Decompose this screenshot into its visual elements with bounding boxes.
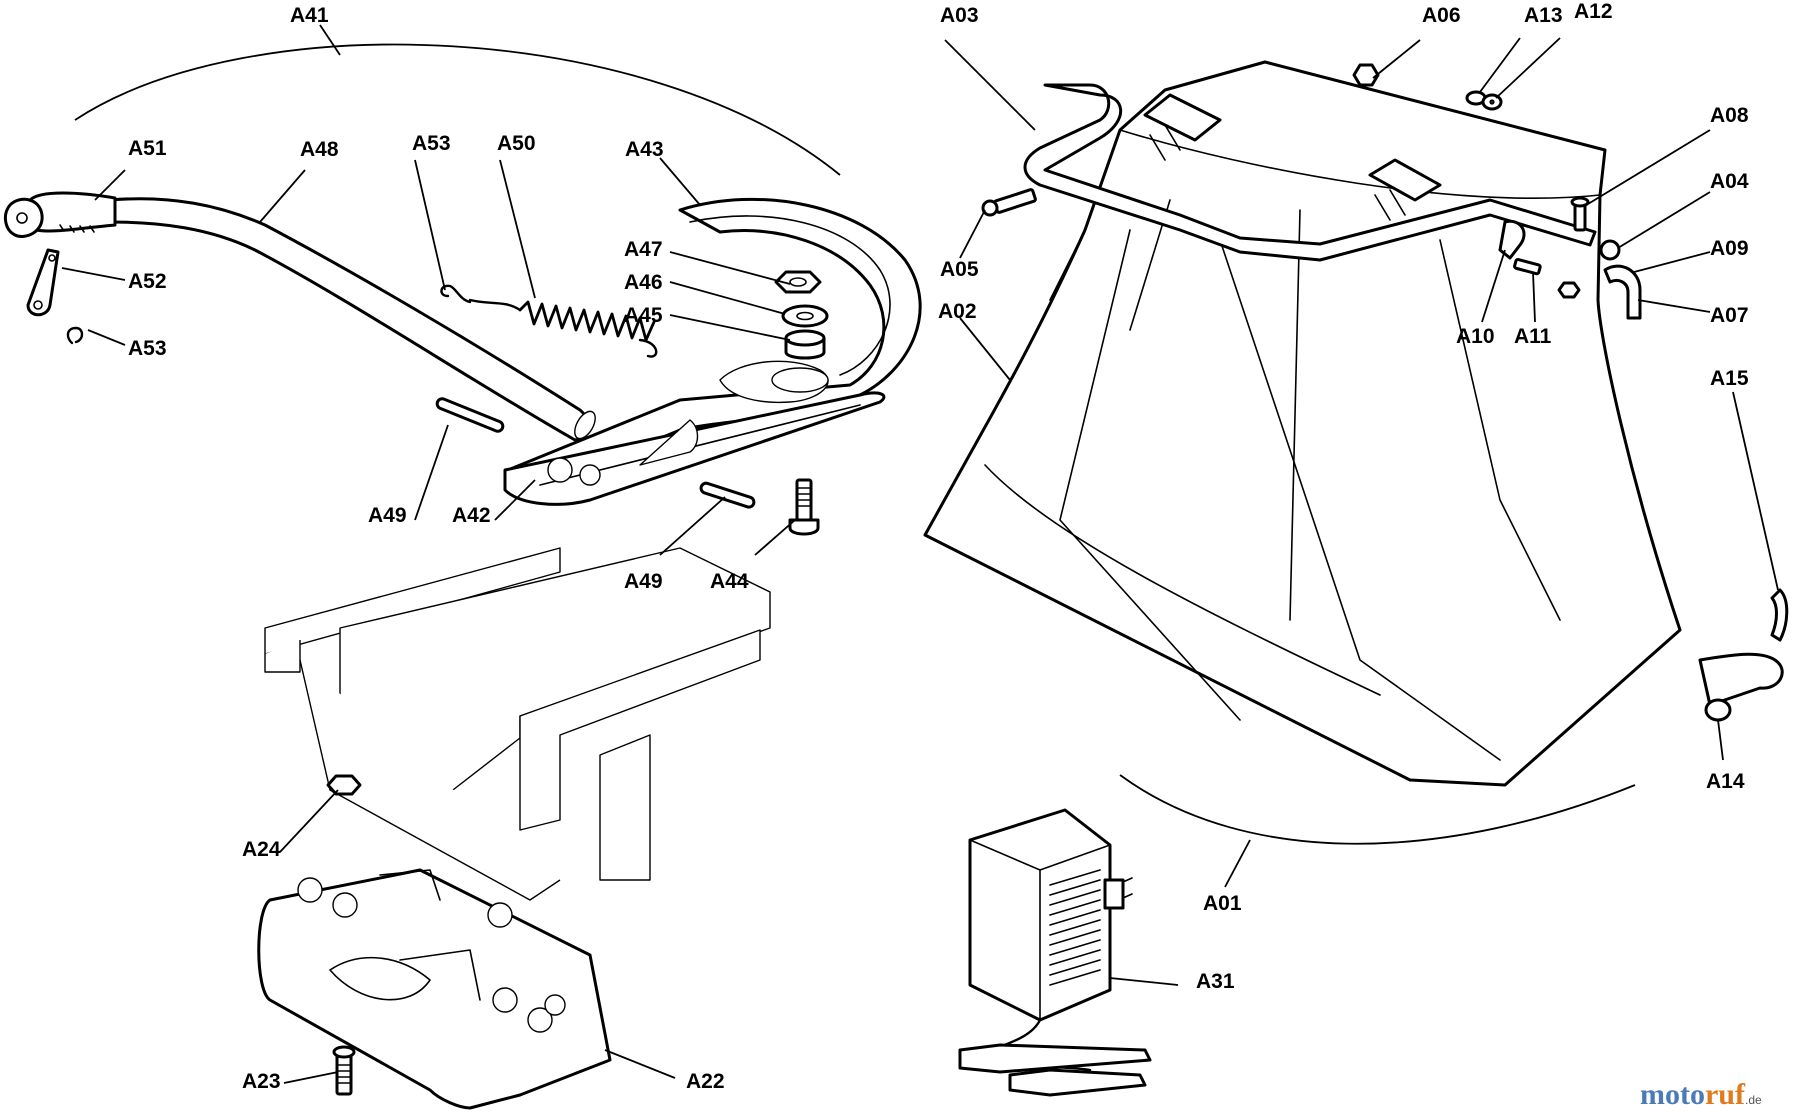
group-arc-a01 [1119,774,1636,845]
watermark-logo: motoruf.de [1640,1078,1762,1111]
bolt-a23 [332,1045,356,1096]
label-a50: A50 [497,132,536,155]
label-a48: A48 [300,138,339,161]
link-plate [26,248,60,317]
group-arc-a41 [74,43,841,176]
pin-a49-bottom [699,481,756,509]
part-labels: A41 A51 A48 A53 A50 A43 A47 A46 A45 A52 … [128,0,1749,1093]
battery-charger [958,808,1152,1097]
mower-frame-outline [264,547,771,901]
label-a43: A43 [625,138,664,161]
label-a10: A10 [1456,325,1495,348]
clip-small [66,326,84,345]
washer-a46 [781,304,829,328]
label-a53-bottom: A53 [128,337,167,360]
label-a09: A09 [1710,237,1749,260]
clip-a15 [1770,588,1789,642]
watermark-part2: ruf [1705,1078,1746,1111]
clip-hook [440,284,472,304]
screw-a08 [1570,196,1590,232]
cap-a04 [1599,239,1621,261]
label-a51: A51 [128,137,167,160]
label-a49-bottom: A49 [624,570,663,593]
svg-text:motoruf.de: motoruf.de [1640,1078,1762,1111]
label-a44: A44 [710,570,749,593]
label-a46: A46 [624,271,663,294]
label-a22: A22 [686,1070,725,1093]
deflector-plate [503,197,922,506]
label-a01: A01 [1203,892,1242,915]
bushing-a45 [784,329,826,360]
label-a05: A05 [940,258,979,281]
leader-lines [61,24,1779,1084]
label-a23: A23 [242,1070,281,1093]
nut-a47 [774,270,822,294]
nut-a06 [1352,63,1380,87]
label-a24: A24 [242,838,281,861]
hook-a07 [1603,264,1642,320]
lever-handle [108,197,596,442]
label-a13: A13 [1524,4,1563,27]
label-a03: A03 [940,4,979,27]
label-a52: A52 [128,270,167,293]
label-a31: A31 [1196,970,1235,993]
label-a42: A42 [452,504,491,527]
watermark-part1: moto [1640,1078,1705,1111]
label-a41: A41 [290,4,329,27]
tension-spring [468,298,658,358]
clamp-a10 [1498,219,1526,260]
weight-a22 [257,868,612,1110]
label-a49-left: A49 [368,504,407,527]
label-a04: A04 [1710,170,1749,193]
label-a47: A47 [624,238,663,261]
label-a02: A02 [938,300,977,323]
bolt-a11 [1513,257,1542,276]
label-a45: A45 [624,304,663,327]
pin-a49-left [435,397,505,433]
rod-a14 [1698,652,1784,722]
label-a08: A08 [1710,104,1749,127]
watermark-suffix: .de [1745,1093,1762,1107]
label-a14: A14 [1706,770,1745,793]
label-a15: A15 [1710,367,1749,390]
bolt-a05 [981,188,1037,217]
nut-a09 [1557,281,1581,299]
label-a12: A12 [1574,0,1613,23]
grass-catcher-bag [923,60,1682,787]
nut-a24 [326,774,362,796]
label-a07: A07 [1710,304,1749,327]
handle-grip [3,191,117,238]
bag-frame-a03 [1023,83,1597,262]
label-a53-top: A53 [412,132,451,155]
washer-a12 [1481,93,1503,111]
label-a11: A11 [1514,325,1552,348]
label-a06: A06 [1422,4,1461,27]
bolt-a44 [788,478,820,536]
